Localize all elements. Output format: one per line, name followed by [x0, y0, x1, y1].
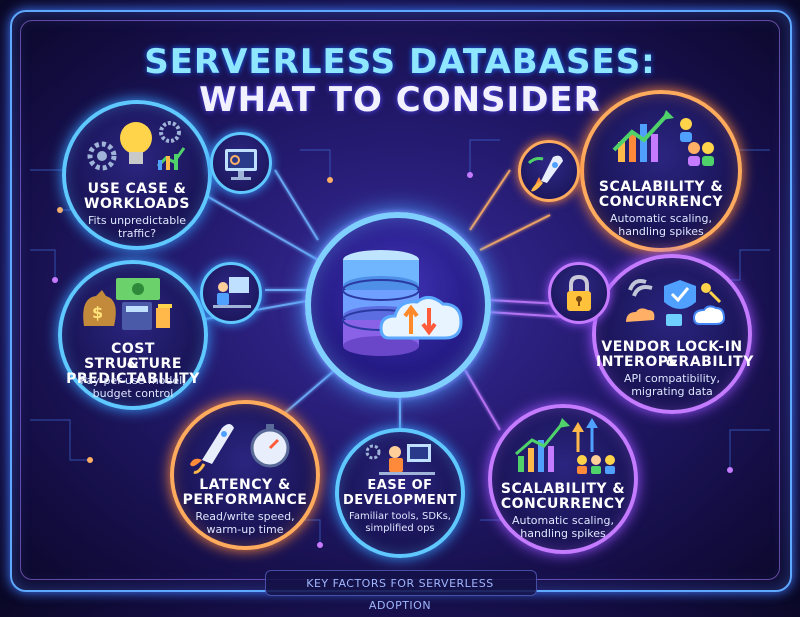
node-title-line-1: SCALABILITY & — [500, 481, 626, 497]
node-title-line-1: EASE OF — [367, 478, 433, 493]
center-database-node — [305, 212, 491, 398]
developer-desk-node — [200, 262, 262, 324]
title-line-2: WHAT TO CONSIDER — [199, 80, 601, 120]
node-title-line-1: SCALABILITY & — [598, 179, 724, 195]
node-title-line-1: COST STRUCTURE — [84, 341, 182, 372]
node-desc-line-1: Automatic scaling, — [512, 514, 614, 527]
node-vendor-lockin: VENDOR LOCK-IN & INTEROPERABILITY API co… — [592, 254, 754, 414]
database-cloud-icon — [342, 250, 463, 356]
node-ease-development: EASE OF DEVELOPMENT Familiar tools, SDKs… — [335, 428, 465, 558]
node-use-case-workloads: USE CASE & WORKLOADS Fits unpredictable … — [62, 100, 212, 250]
node-title-line-2: CONCURRENCY — [598, 194, 724, 210]
node-title-line-2: INTEROPERABILITY — [596, 354, 754, 370]
growth-bars-team-icon — [515, 418, 615, 474]
node-desc-line-1: Read/write speed, — [195, 510, 295, 523]
monitor-icon — [225, 149, 257, 180]
title-line-1: SERVERLESS DATABASES: — [144, 42, 656, 82]
rocket-stopwatch-icon — [190, 424, 290, 474]
svg-text:$: $ — [92, 303, 103, 322]
footer-caption: KEY FACTORS FOR SERVERLESS ADOPTION — [306, 577, 494, 612]
node-title-line-2: & PREDICTABILITY — [66, 356, 200, 387]
lightbulb-gears-icon — [87, 121, 186, 171]
developer-icon — [213, 277, 251, 308]
node-desc-line-1: Pay-per-use model, — [80, 374, 186, 387]
node-desc-line-2: migrating data — [631, 385, 713, 398]
cloud-shield-key-icon — [626, 279, 726, 326]
node-desc-line-1: Familiar tools, SDKs, — [349, 511, 451, 522]
rocket-node — [518, 140, 580, 202]
node-title-line-2: WORKLOADS — [84, 196, 190, 212]
node-desc-line-1: Automatic scaling, — [610, 212, 712, 225]
node-title-line-1: USE CASE & — [87, 181, 187, 197]
rocket-icon — [527, 155, 563, 192]
node-desc-line-1: API compatibility, — [624, 372, 720, 385]
node-desc-line-2: traffic? — [117, 227, 157, 240]
node-desc-line-2: handling spikes — [520, 527, 606, 540]
growth-chart-team-icon — [612, 110, 714, 166]
node-title-line-2: CONCURRENCY — [500, 496, 626, 512]
node-desc-line-2: warm-up time — [206, 523, 284, 536]
padlock-icon — [567, 274, 591, 311]
node-cost-structure: $ COST STRUCTURE & PREDICTABILITY Pay-pe… — [58, 260, 208, 410]
node-desc-line-2: budget control — [92, 387, 174, 400]
node-desc-line-2: handling spikes — [618, 225, 704, 238]
money-calculator-icon: $ — [83, 278, 172, 330]
footer-bar — [265, 570, 537, 596]
node-scalability-bottom: SCALABILITY & CONCURRENCY Automatic scal… — [488, 404, 638, 554]
node-title-line-2: PERFORMANCE — [182, 492, 308, 508]
node-title-line-1: LATENCY & — [199, 477, 291, 493]
padlock-node — [548, 262, 610, 324]
node-latency-performance: LATENCY & PERFORMANCE Read/write speed, … — [170, 400, 320, 550]
developer-workstation-icon — [365, 444, 435, 475]
node-scalability-top: SCALABILITY & CONCURRENCY Automatic scal… — [580, 90, 742, 252]
monitor-node — [210, 132, 272, 194]
node-desc-line-1: Fits unpredictable — [87, 214, 187, 227]
node-title-line-2: DEVELOPMENT — [342, 493, 458, 508]
node-desc-line-2: simplified ops — [365, 523, 435, 534]
node-title-line-1: VENDOR LOCK-IN & — [601, 339, 743, 370]
